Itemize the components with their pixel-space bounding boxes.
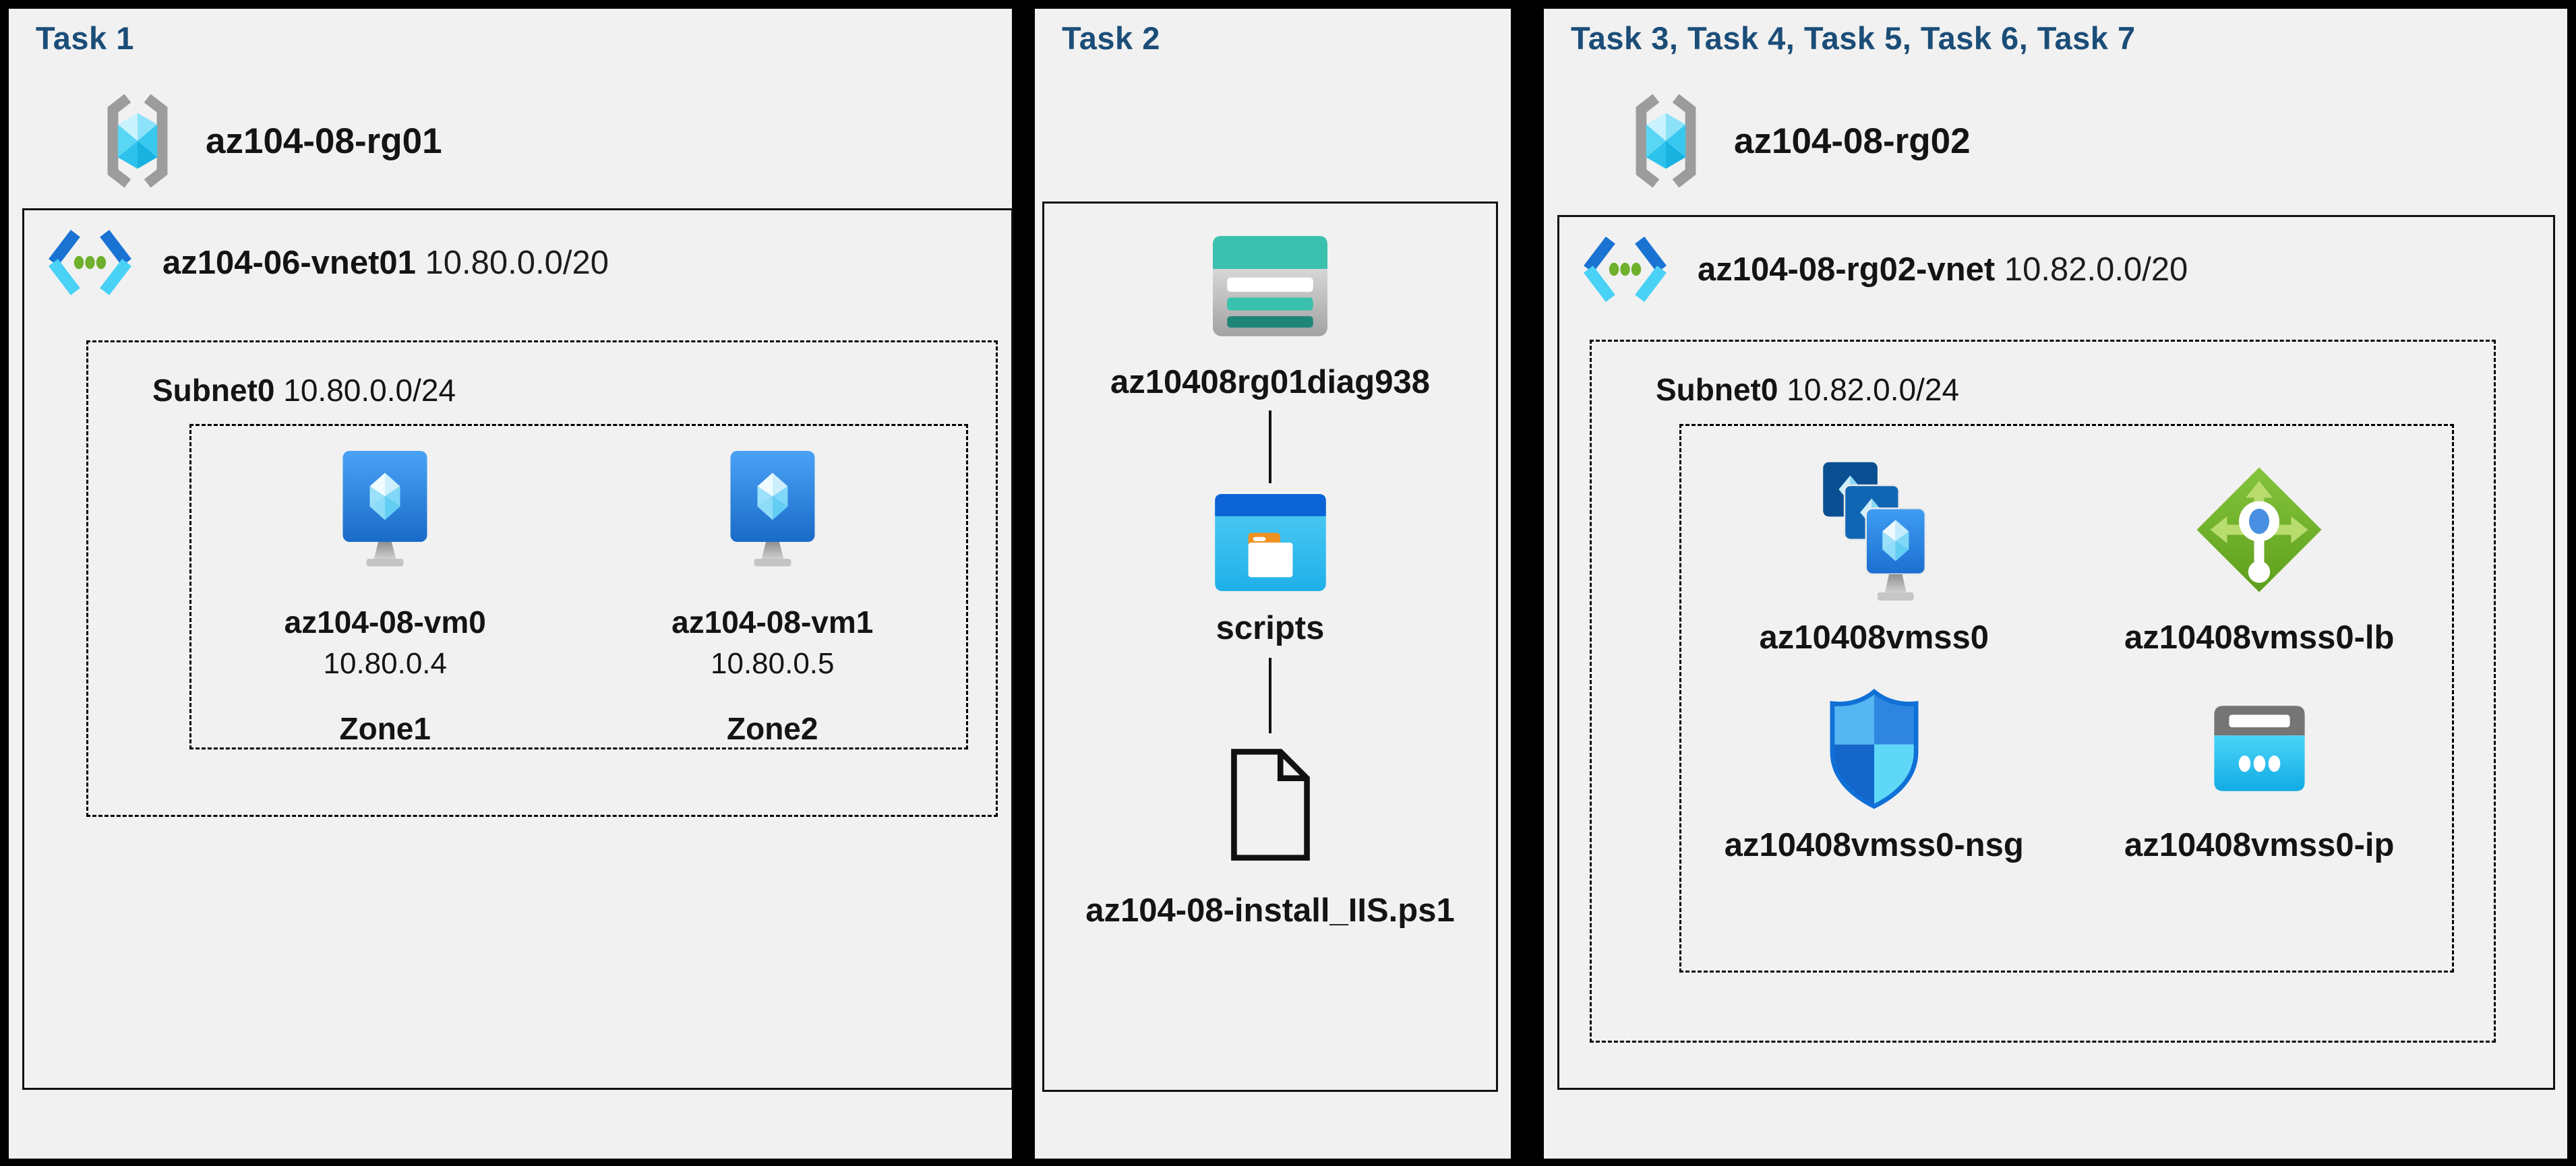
- lb-icon-wrap: [2192, 450, 2327, 609]
- task3-panel: Task 3, Task 4, Task 5, Task 6, Task 7 a…: [1542, 7, 2569, 1161]
- vm1-ip: 10.80.0.5: [711, 647, 835, 680]
- vnet01-box: az104-06-vnet01 10.80.0.0/20 Subnet0 10.…: [22, 208, 1013, 1090]
- blob-container: [1214, 494, 1326, 594]
- vnet01-header: az104-06-vnet01 10.80.0.0/20: [44, 226, 609, 299]
- vnet01-label: az104-06-vnet01 10.80.0.0/20: [162, 245, 609, 281]
- resource-group-name: az104-08-rg01: [206, 121, 442, 161]
- virtual-machine-icon: [342, 451, 427, 567]
- connector-line: [1269, 410, 1271, 483]
- storage-content-box: az10408rg01diag938 scripts az: [1042, 202, 1498, 1092]
- rg02-vnet-header: az104-08-rg02-vnet 10.82.0.0/20: [1580, 233, 2188, 306]
- resource-group-rg01: az104-08-rg01: [100, 91, 442, 191]
- rg02-vnet-box: az104-08-rg02-vnet 10.82.0.0/20 Subnet0 …: [1557, 215, 2555, 1090]
- nsg-icon-wrap: [1820, 679, 1929, 817]
- vm0-name: az104-08-vm0: [284, 605, 486, 640]
- file-icon: [1230, 749, 1310, 861]
- rg02-vnet-label: az104-08-rg02-vnet 10.82.0.0/20: [1698, 251, 2188, 288]
- vm0-ip: 10.80.0.4: [323, 647, 448, 680]
- task2-panel: Task 2 az10408rg01diag938 s: [1033, 7, 1513, 1161]
- resource-group-name: az104-08-rg02: [1734, 121, 1971, 161]
- storage-account-name: az10408rg01diag938: [1110, 364, 1430, 400]
- storage-account-icon: [1213, 236, 1327, 336]
- resource-group-icon: [107, 94, 168, 188]
- connector-line: [1269, 658, 1271, 733]
- vm1-zone: Zone2: [727, 711, 818, 746]
- file-name: az104-08-install_IIS.ps1: [1085, 892, 1455, 929]
- virtual-network-icon: [49, 229, 131, 295]
- vm1-group: az104-08-vm1 10.80.0.5 Zone2: [594, 448, 951, 747]
- script-file: [1226, 747, 1315, 866]
- lb-group: az10408vmss0-lb: [2124, 450, 2394, 656]
- task3-title: Task 3, Task 4, Task 5, Task 6, Task 7: [1571, 20, 2136, 56]
- resource-group-rg02: az104-08-rg02: [1628, 91, 1971, 191]
- ip-name: az10408vmss0-ip: [2124, 827, 2395, 863]
- vm1-name: az104-08-vm1: [671, 605, 874, 640]
- container-name: scripts: [1216, 610, 1325, 646]
- vmss-resources-box: az10408vmss0: [1679, 424, 2454, 973]
- task1-panel: Task 1 az104-08-rg01: [7, 7, 1014, 1161]
- load-balancer-icon: [2196, 467, 2322, 592]
- virtual-network-icon: [1584, 236, 1667, 302]
- ip-icon-wrap: [2204, 679, 2315, 817]
- vmss-group: az10408vmss0: [1759, 450, 1989, 656]
- public-ip-icon: [2214, 705, 2305, 791]
- blob-container-icon: [1214, 494, 1326, 591]
- lb-name: az10408vmss0-lb: [2124, 619, 2395, 656]
- vmss-name: az10408vmss0: [1759, 619, 1989, 656]
- vm-zone-box: az104-08-vm0 10.80.0.4 Zone1: [189, 424, 968, 749]
- vmss-icon-wrap: [1808, 450, 1940, 609]
- nsg-name: az10408vmss0-nsg: [1724, 827, 2024, 863]
- virtual-machine-icon: [730, 451, 815, 567]
- subnet0-box-rg02: Subnet0 10.82.0.0/24: [1590, 340, 2496, 1043]
- resource-group-icon: [1636, 94, 1696, 188]
- vm0-group: az104-08-vm0 10.80.0.4 Zone1: [207, 448, 564, 747]
- vm0-zone: Zone1: [339, 711, 431, 746]
- ip-group: az10408vmss0-ip: [2124, 679, 2394, 864]
- subnet0-label-rg02: Subnet0 10.82.0.0/24: [1656, 372, 1960, 407]
- vm-scale-set-icon: [1822, 462, 1926, 601]
- network-security-group-icon: [1830, 688, 1919, 809]
- nsg-group: az10408vmss0-nsg: [1725, 679, 2024, 864]
- task1-title: Task 1: [36, 20, 134, 56]
- task2-title: Task 2: [1062, 20, 1160, 56]
- subnet0-label-rg01: Subnet0 10.80.0.0/24: [152, 373, 456, 408]
- subnet0-box-rg01: Subnet0 10.80.0.0/24: [86, 340, 998, 817]
